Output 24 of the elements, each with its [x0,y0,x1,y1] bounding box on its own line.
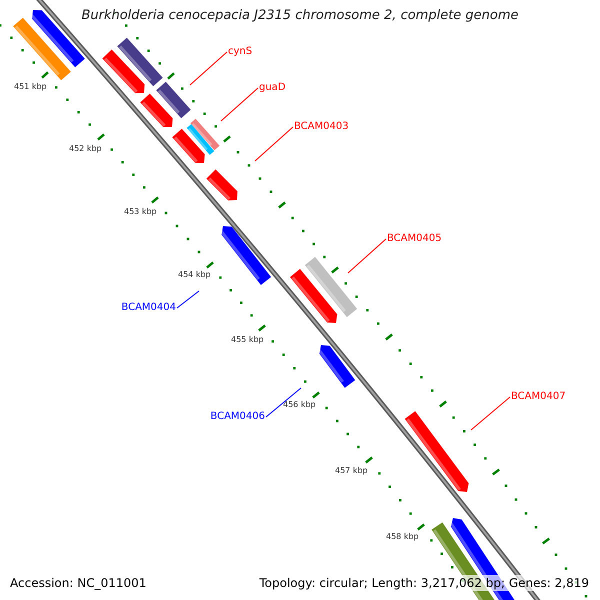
tick-label: 454 kbp [178,270,211,280]
leader-line [266,388,302,418]
gene-label: BCAM0405 [387,233,442,245]
leader-line [190,52,228,86]
gene-label: BCAM0403 [294,121,349,133]
gene-label: BCAM0406 [210,411,265,423]
tick-label: 451 kbp [14,82,47,92]
leader-line [470,396,510,430]
leader-line [176,290,200,308]
genome-info-text: Topology: circular; Length: 3,217,062 bp; Genes: 2,819 [258,575,590,591]
tick-label: 452 kbp [69,144,102,154]
leader-line [220,88,258,122]
leader-line [348,238,386,274]
accession-text: Accession: NC_011001 [9,575,148,591]
gene-label: cynS [228,46,252,58]
gene-label: BCAM0407 [511,391,566,403]
tick-label: 458 kbp [386,532,419,542]
gene-label: guaD [259,82,286,94]
tick-label: 453 kbp [124,207,157,217]
tick-label: 455 kbp [231,335,264,345]
tick-label: 457 kbp [335,466,368,476]
tick-label: 456 kbp [283,400,316,410]
gene-label: BCAM0404 [121,302,176,314]
leader-line [254,126,294,162]
